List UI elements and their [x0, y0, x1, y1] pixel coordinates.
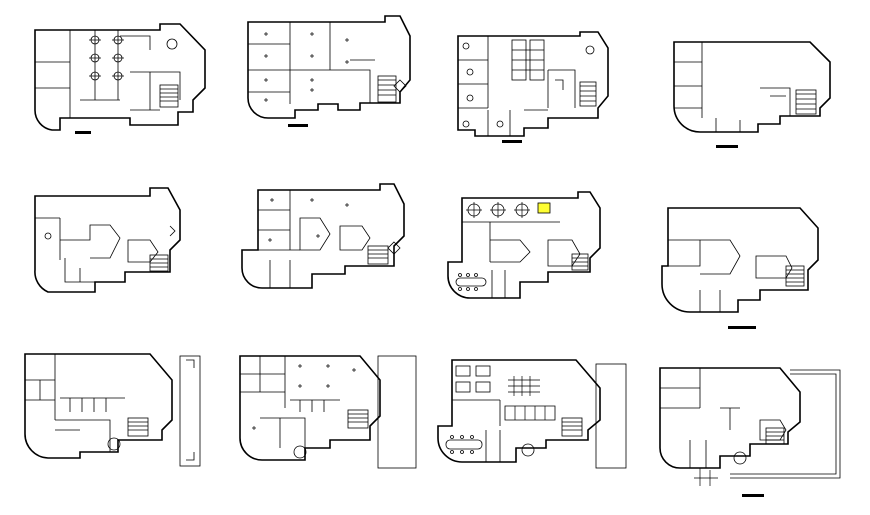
floor-plan-r1c3 — [457, 31, 609, 143]
floor-plan-r2c3 — [447, 191, 601, 299]
floor-plan-r3c4 — [659, 367, 841, 497]
highlighted-area — [537, 202, 551, 214]
floor-plan-r2c2 — [241, 183, 405, 289]
office-furniture — [455, 365, 540, 396]
meeting-pods — [466, 202, 530, 218]
floor-plan-r2c1 — [34, 187, 181, 293]
floor-plan-r1c4 — [673, 41, 831, 148]
conference-table — [455, 273, 487, 291]
floor-plan-r3c1 — [24, 353, 201, 467]
floor-plan-r3c3 — [437, 359, 627, 469]
floor-plan-r1c2 — [247, 15, 411, 127]
conference-table — [445, 435, 483, 454]
workstation-cluster — [89, 35, 124, 81]
ceiling-light-grid — [264, 32, 349, 102]
floor-plan-r3c2 — [239, 355, 417, 469]
floor-plan-r1c1 — [34, 23, 206, 134]
floor-plan-r2c4 — [661, 207, 819, 329]
